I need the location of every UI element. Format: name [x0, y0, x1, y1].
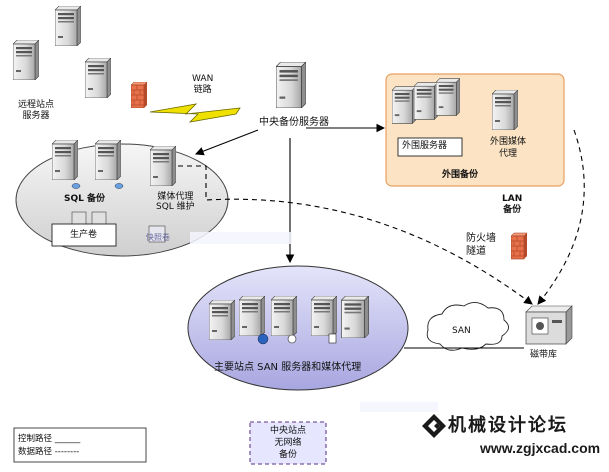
sql-media-agent-icon — [150, 146, 176, 186]
lan-label-line1: LAN — [502, 194, 523, 204]
wan-label-line2: 链路 — [193, 85, 212, 95]
lan-label: LAN 备份 — [502, 194, 522, 216]
remote-server-icon — [13, 40, 39, 80]
sql-server-icon — [52, 140, 78, 180]
no-network-line1: 中央站点 — [269, 426, 306, 436]
remote-site-servers — [13, 6, 111, 98]
watermark-url: www.zgjxcad.com — [480, 440, 601, 456]
tape-library-icon — [525, 305, 573, 345]
firewall-tunnel-line2: 隧道 — [466, 246, 486, 257]
firewall-tunnel-line1: 防火墙 — [466, 233, 496, 244]
no-network-line2: 无网络 — [274, 438, 302, 448]
wan-bolt-icon — [149, 103, 241, 123]
remote-site-label: 远程站点 服务器 — [18, 100, 54, 122]
remote-server-icon — [85, 58, 111, 98]
san-group-label: 主要站点 SAN 服务器和媒体代理 — [214, 362, 362, 373]
central-backup-server-icon — [276, 62, 306, 108]
production-volume-box — [51, 223, 117, 247]
wan-label: WAN 链路 — [192, 74, 213, 96]
san-servers — [209, 296, 369, 345]
no-network-box — [249, 421, 327, 465]
legend: 控制路径 ______ 数据路径 -------- — [18, 433, 80, 459]
offsite-backup-label: 外围备份 — [442, 170, 479, 180]
remote-site-label-line2: 服务器 — [22, 111, 50, 121]
watermark-text: 机械设计论坛 — [448, 415, 568, 436]
legend-data-path: 数据路径 -------- — [18, 447, 80, 457]
remote-site-label-line1: 远程站点 — [18, 100, 55, 110]
tunnel-firewall-icon — [511, 232, 527, 260]
production-volume-label: 生产卷 — [70, 230, 98, 240]
san-cloud-icon — [426, 302, 509, 351]
central-backup-label: 中央备份服务器 — [259, 117, 329, 128]
lan-label-line2: 备份 — [503, 205, 522, 215]
remote-firewall-icon — [131, 82, 147, 108]
no-network-label: 中央站点 无网络 备份 — [250, 425, 326, 461]
legend-control-path: 控制路径 ______ — [18, 434, 81, 444]
watermark-logo-icon — [422, 414, 446, 438]
sql-server-icon — [95, 140, 121, 180]
tape-library-label: 磁带库 — [530, 350, 558, 360]
sql-media-agent-label: 媒体代理 SQL 维护 — [156, 192, 195, 212]
sql-servers — [52, 140, 176, 189]
data-paths — [178, 129, 585, 305]
legend-box — [13, 427, 147, 463]
overlay-strips — [190, 232, 438, 412]
sql-media-agent-line2: SQL 维护 — [156, 202, 195, 212]
sql-media-agent-line1: 媒体代理 — [157, 192, 194, 202]
offsite-server-label: 外围服务器 — [402, 141, 448, 151]
offsite-media-agent-line2: 代理 — [499, 149, 518, 159]
san-cloud-label: SAN — [452, 326, 471, 336]
snapshot-volume-label: 快照卷 — [146, 233, 170, 242]
offsite-media-agent-line1: 外围媒体 — [490, 137, 527, 147]
firewall-tunnel-label: 防火墙 隧道 — [466, 232, 496, 258]
sql-backup-label: SQL 备份 — [64, 194, 106, 204]
offsite-media-agent-label: 外围媒体 代理 — [490, 136, 526, 160]
offsite-server-label-box — [397, 137, 463, 157]
remote-server-icon — [55, 6, 81, 46]
wan-label-line1: WAN — [192, 74, 214, 84]
offsite-media-agent-icon — [492, 90, 518, 130]
no-network-line3: 备份 — [278, 450, 297, 460]
